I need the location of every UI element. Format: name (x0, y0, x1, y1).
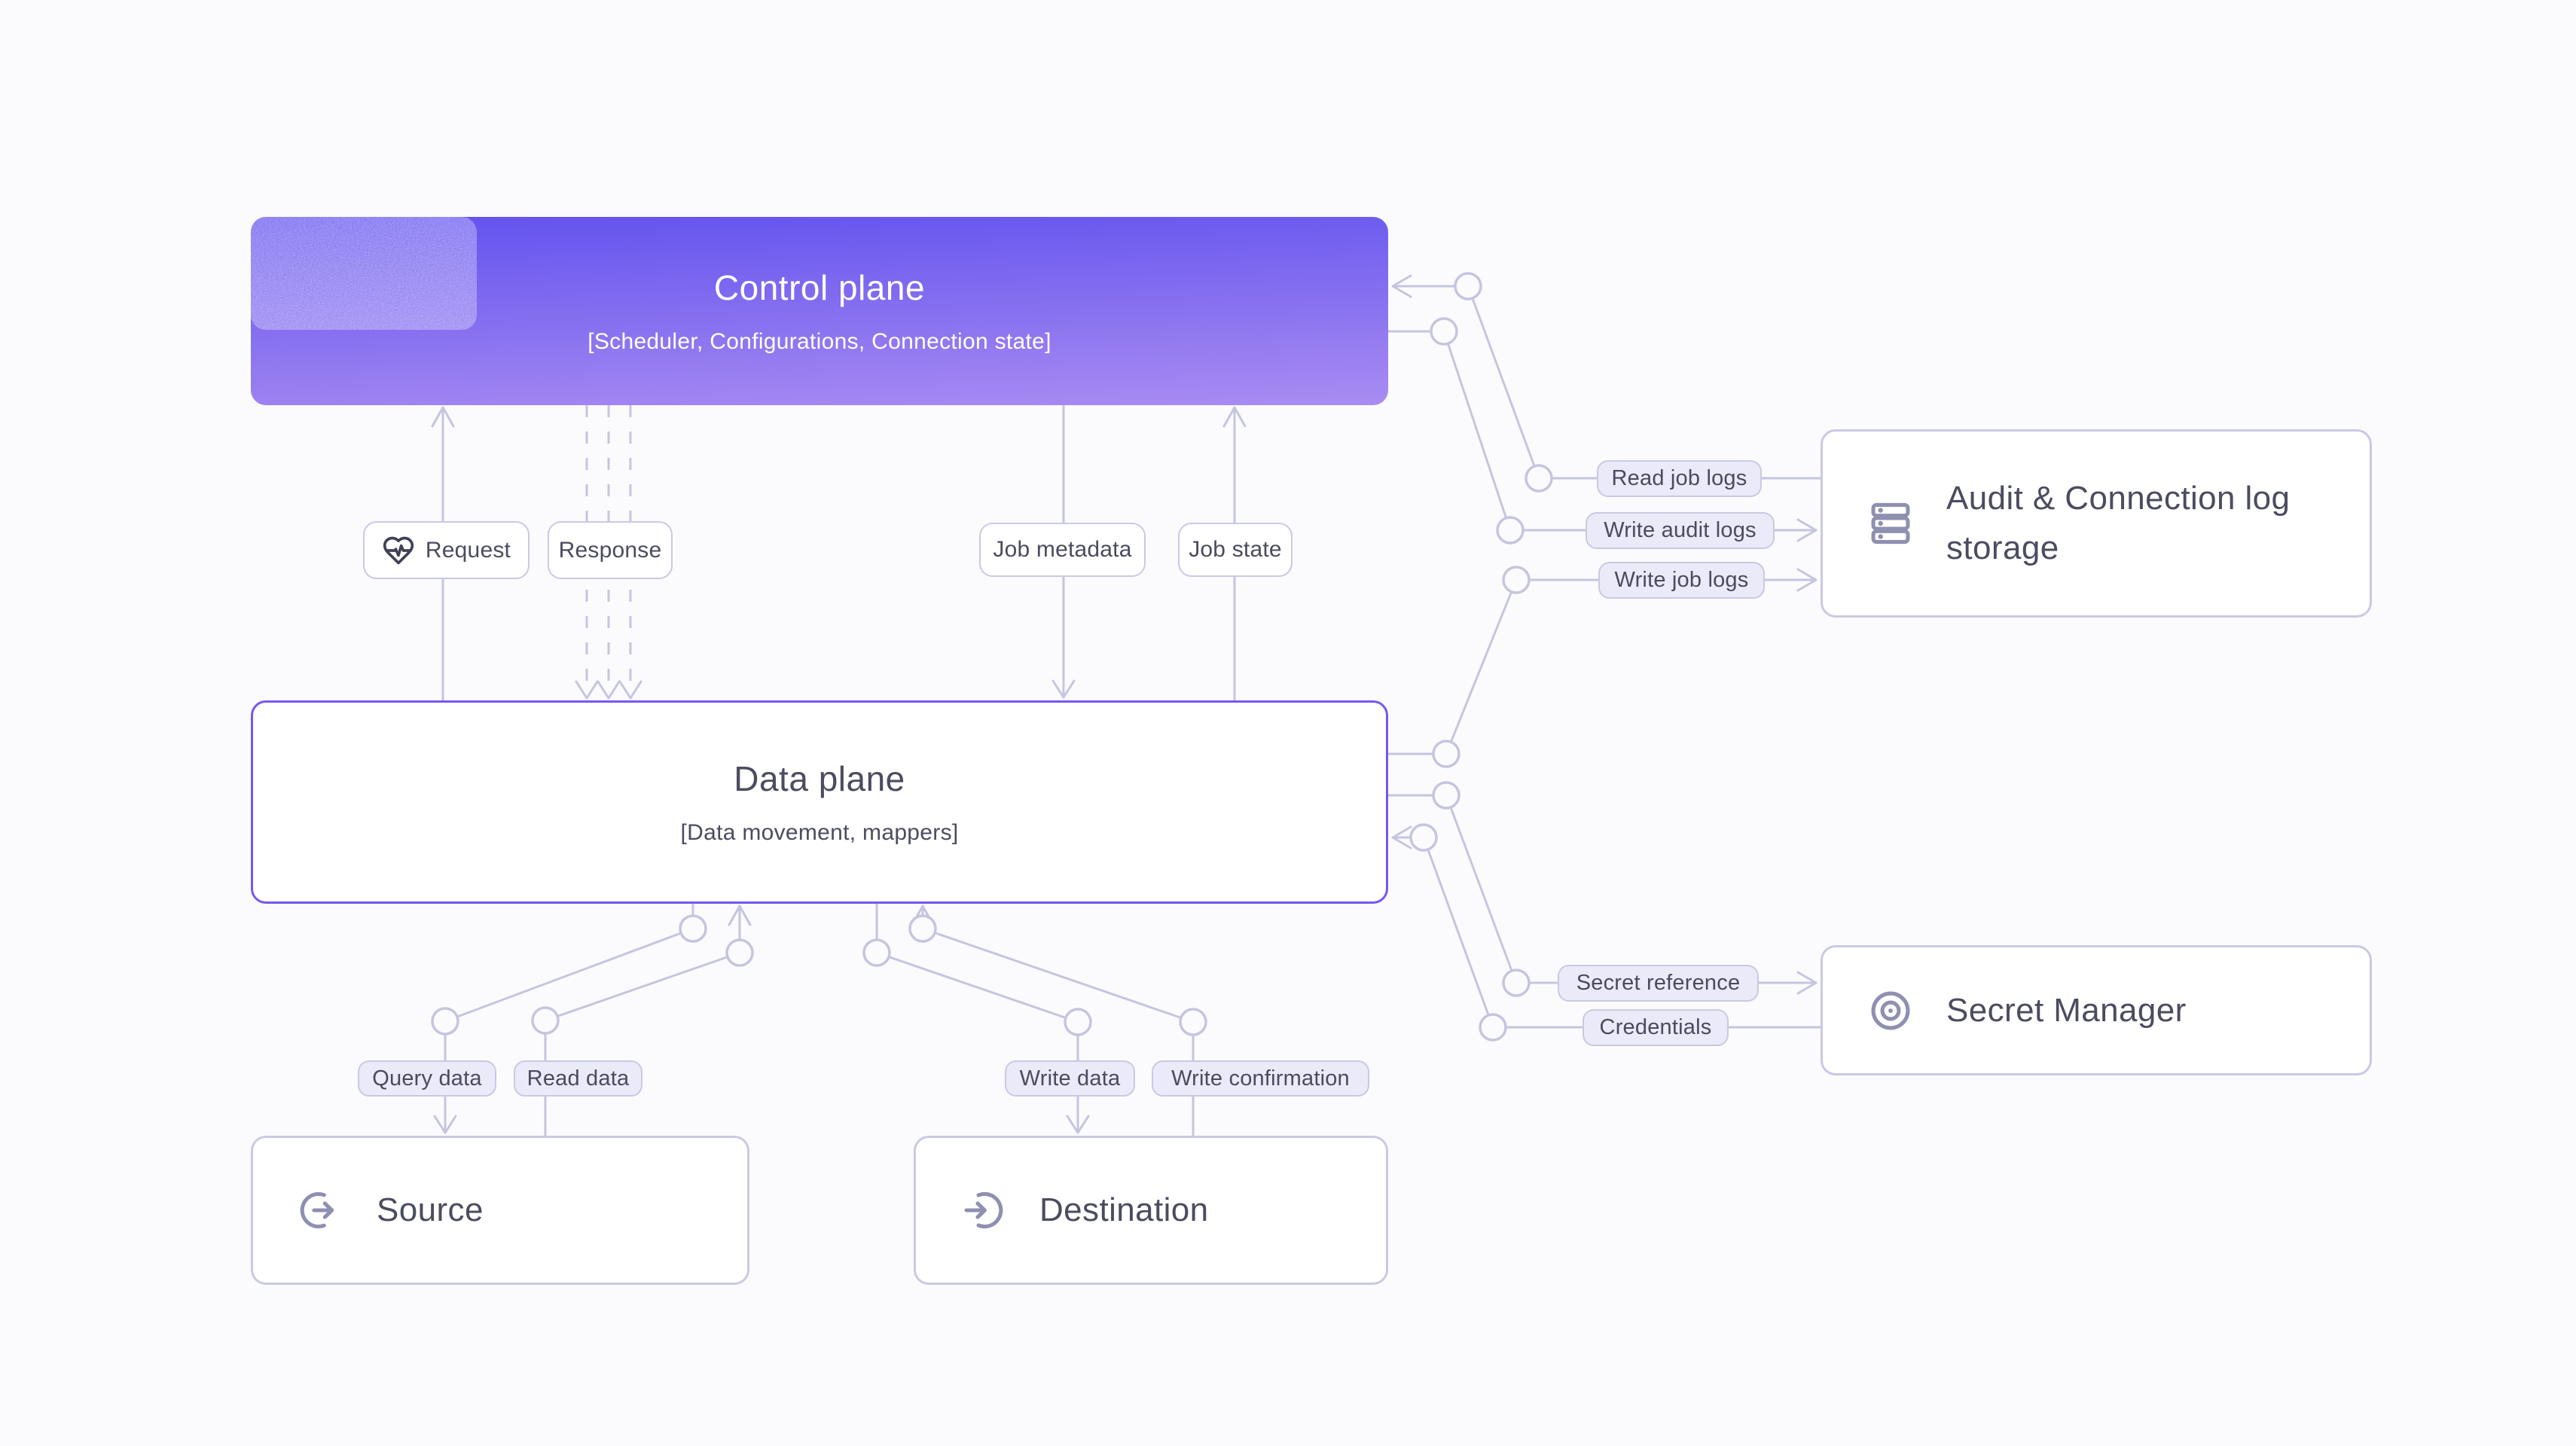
edge-label-text: Read job logs (1611, 466, 1747, 490)
server-stack-icon (1871, 502, 1910, 545)
edge-label-request: Request (363, 521, 530, 579)
edge-label-write-confirmation: Write confirmation (1152, 1060, 1369, 1097)
edge-label-write-data: Write data (1005, 1060, 1135, 1097)
edge-label-job-state: Job state (1178, 523, 1293, 577)
wire-write-data (875, 904, 1090, 1134)
wire-write-confirmation (911, 905, 1195, 1137)
audit-log-storage-title: Audit & Connection log storage (1946, 480, 2291, 566)
edge-label-response: Response (548, 521, 673, 579)
edge-label-text: Secret reference (1576, 971, 1741, 995)
noise-texture (251, 217, 477, 330)
data-plane-box: Data plane [Data movement, mappers] (251, 700, 1388, 904)
secret-manager-title: Secret Manager (1946, 991, 2187, 1029)
secret-manager-box: Secret Manager (1821, 945, 2372, 1075)
arrow-into-circle-icon (964, 1191, 1003, 1229)
heart-pulse-icon (383, 536, 414, 564)
control-plane-title: Control plane (713, 268, 926, 307)
source-title: Source (377, 1191, 484, 1228)
edge-label-text: Write job logs (1614, 568, 1749, 592)
edge-label-text: Job state (1189, 537, 1282, 562)
wire-read-data (544, 905, 752, 1137)
wire-read-job-logs (1391, 274, 1821, 480)
edge-label-text: Write data (1019, 1066, 1121, 1091)
edge-label-secret-reference: Secret reference (1558, 965, 1759, 1002)
edge-label-write-audit-logs: Write audit logs (1586, 512, 1775, 549)
control-plane-box: Control plane [Scheduler, Configurations… (251, 217, 1388, 405)
junction-dots (431, 272, 1553, 1042)
destination-title: Destination (1039, 1191, 1209, 1228)
edge-label-text: Job metadata (993, 537, 1132, 562)
destination-box: Destination (914, 1136, 1388, 1285)
source-box: Source (251, 1136, 749, 1285)
edge-label-text: Write confirmation (1171, 1066, 1350, 1091)
data-plane-title: Data plane (734, 759, 905, 798)
edge-label-read-job-logs: Read job logs (1597, 460, 1762, 497)
edge-label-credentials: Credentials (1583, 1009, 1729, 1046)
audit-log-storage-box: Audit & Connection log storage (1821, 429, 2372, 618)
concentric-rings-icon (1871, 991, 1910, 1030)
wire-query-data (433, 904, 694, 1134)
edge-label-text: Query data (372, 1066, 482, 1091)
data-plane-subtitle: [Data movement, mappers] (680, 820, 959, 845)
wire-secret-reference (1388, 794, 1818, 995)
edge-label-job-metadata: Job metadata (979, 523, 1146, 577)
edge-label-query-data: Query data (358, 1060, 496, 1097)
edge-label-text: Credentials (1599, 1015, 1712, 1039)
edge-label-text: Read data (526, 1066, 630, 1091)
wire-write-audit-logs (1388, 330, 1818, 542)
edge-label-text: Response (558, 537, 662, 563)
edge-label-read-data: Read data (514, 1060, 642, 1097)
arrow-out-of-circle-icon (300, 1191, 334, 1229)
edge-label-write-job-logs: Write job logs (1598, 562, 1765, 599)
control-plane-subtitle: [Scheduler, Configurations, Connection s… (588, 329, 1051, 354)
edge-label-text: Write audit logs (1604, 518, 1757, 542)
edge-label-text: Request (425, 537, 511, 563)
